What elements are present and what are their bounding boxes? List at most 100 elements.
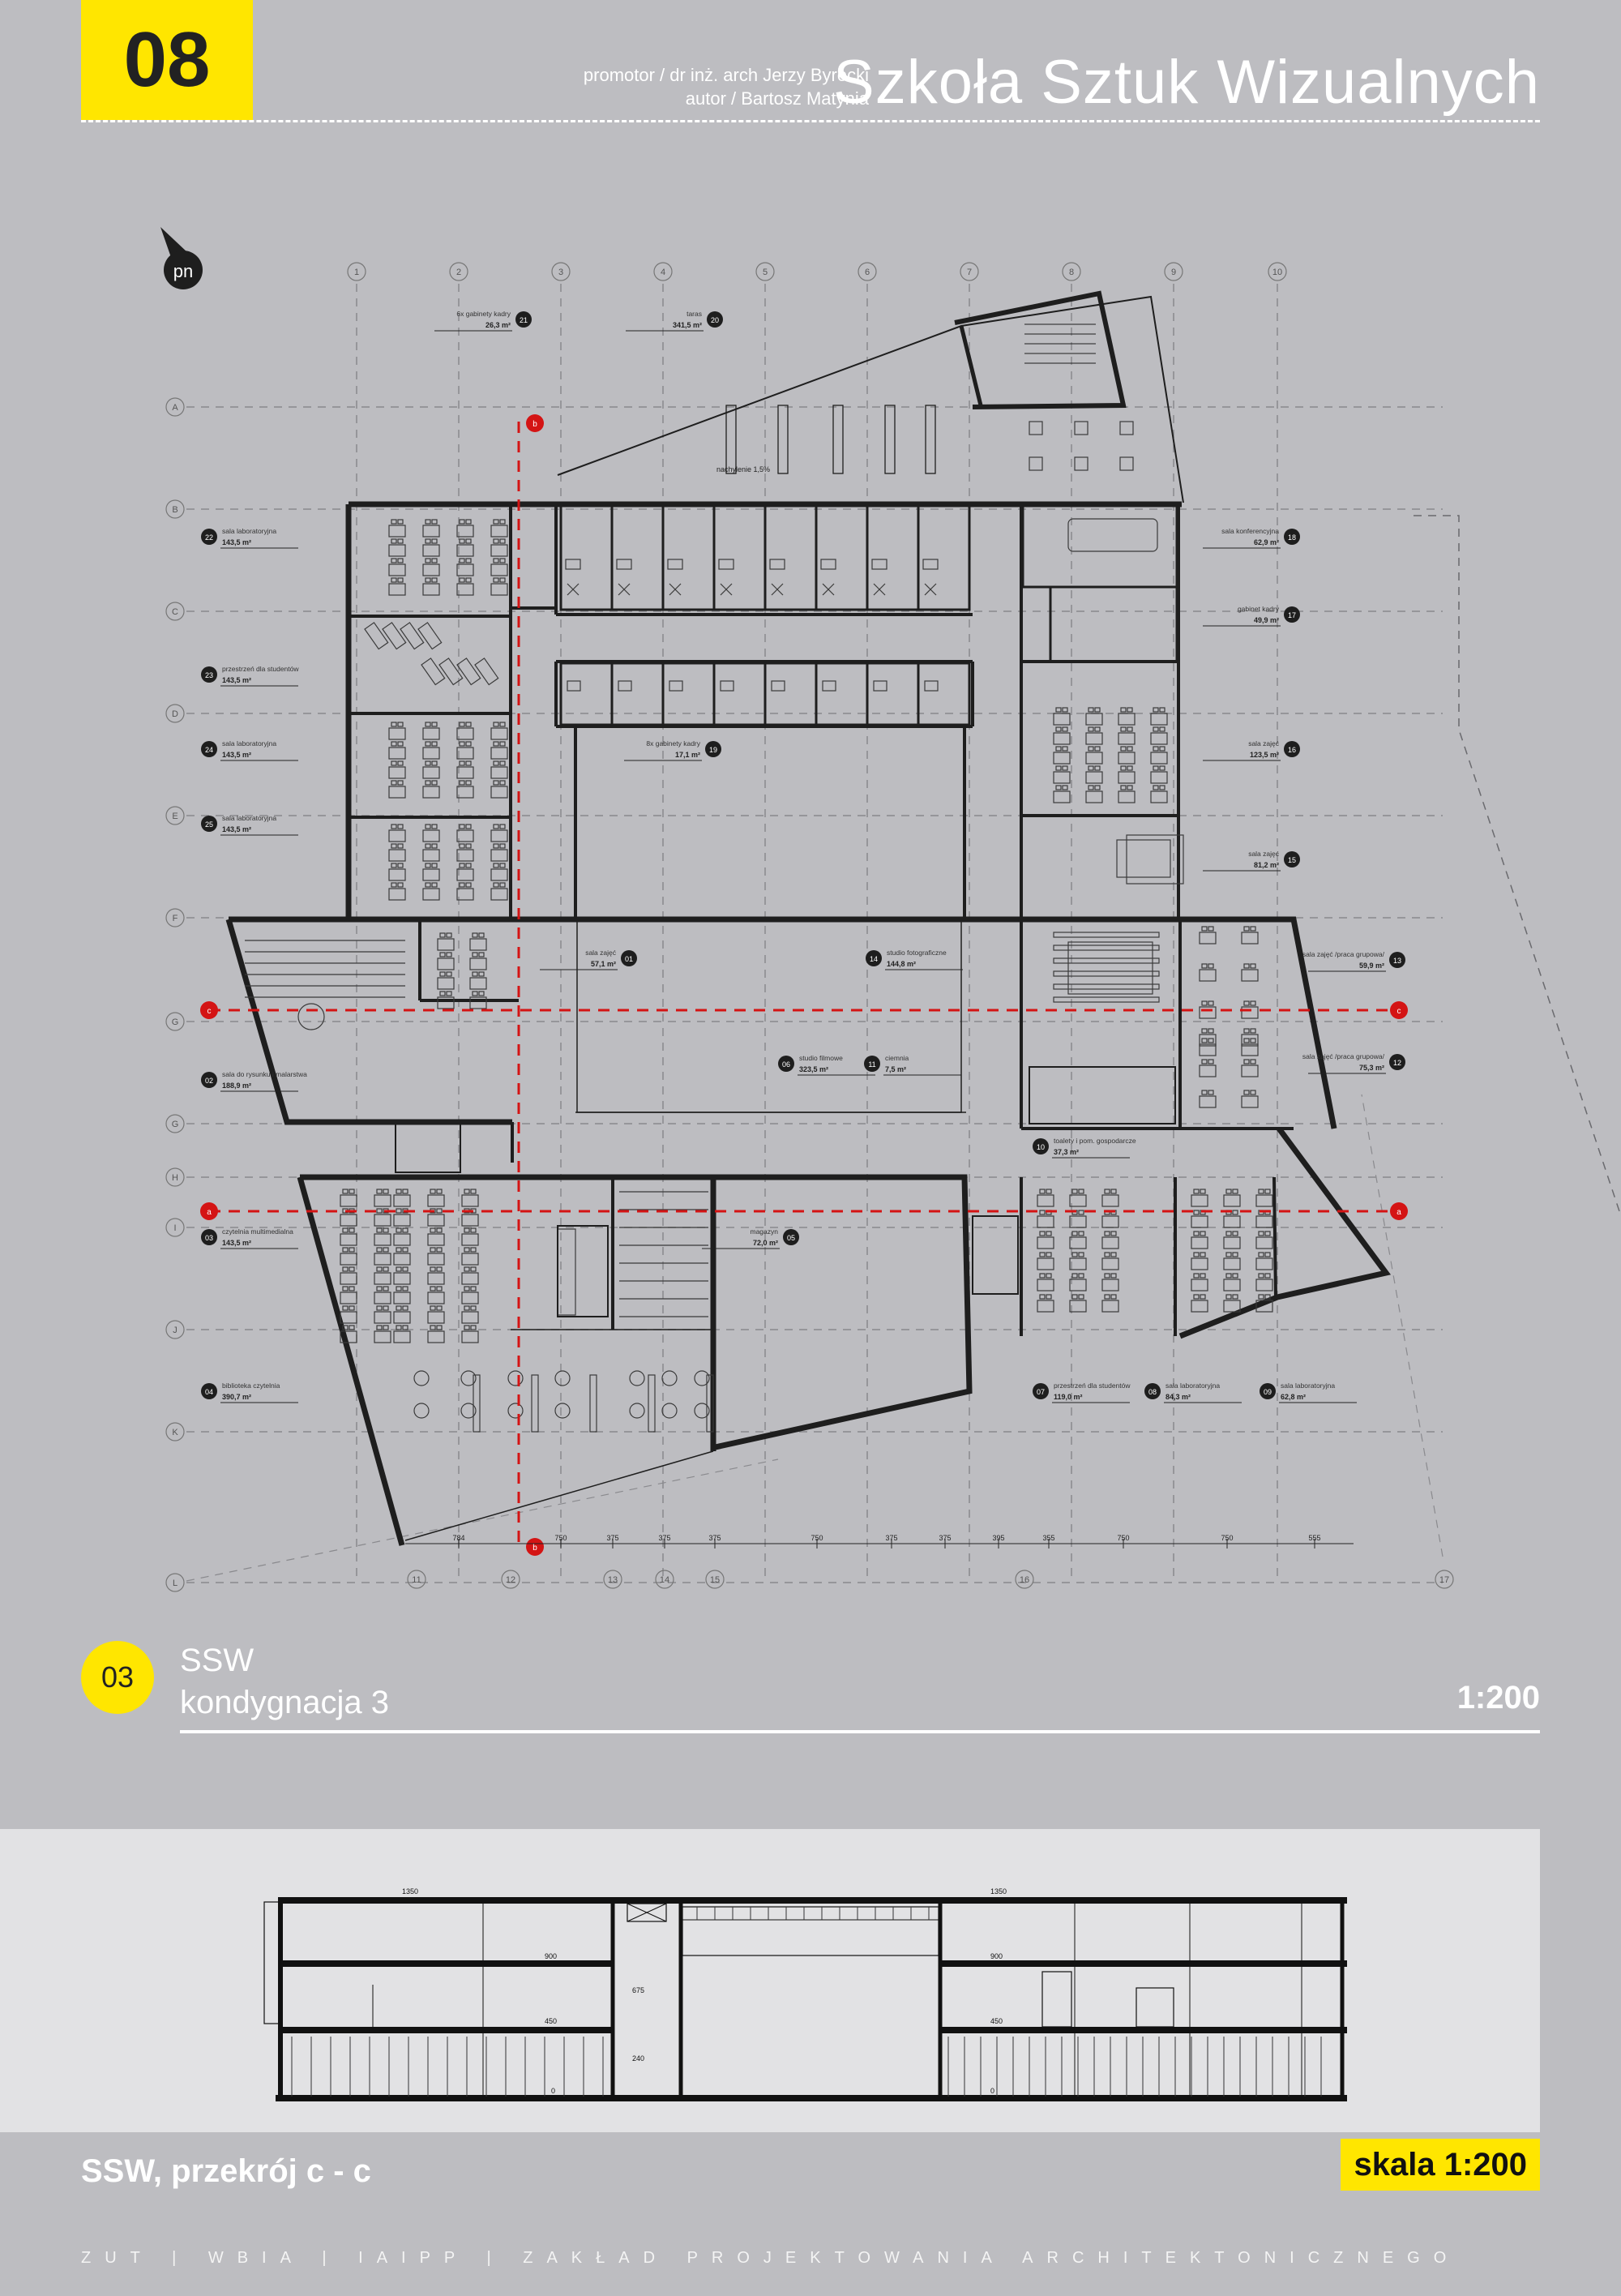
grid-col-text: 8 (1069, 268, 1074, 277)
room-name: sala laboratoryjna (222, 814, 276, 822)
section-marker: b (526, 1538, 544, 1556)
room-number: 02 (205, 1077, 213, 1085)
grid-row-text: G (172, 1017, 179, 1027)
north-arrow-icon: pn (160, 227, 203, 289)
dimension-text: 750 (554, 1534, 567, 1542)
room-number: 05 (787, 1234, 795, 1242)
room-name: 8x gabinety kadry (646, 739, 700, 747)
room-number: 21 (520, 316, 528, 324)
section-marker-letter: b (532, 420, 537, 429)
room-number: 17 (1288, 611, 1296, 619)
room-name: toalety i pom. gospodarcze (1054, 1137, 1136, 1145)
grid-col-label: 3 (551, 262, 571, 281)
caption-divider (180, 1730, 1540, 1733)
dimension-text: 375 (708, 1534, 721, 1542)
room-name: sala zajęć /praca grupowa/ (1302, 950, 1385, 958)
footer-institution: ZUT | WBIA | IAIPP | ZAKŁAD PROJEKTOWANI… (81, 2249, 1461, 2267)
room-area: 17,1 m² (675, 751, 700, 759)
structural-grid (186, 284, 1621, 1583)
room-number: 10 (1037, 1143, 1045, 1151)
level-mark: 1350 (402, 1887, 418, 1895)
grid-row-text: C (172, 607, 178, 617)
grid-row-label: K (165, 1422, 185, 1441)
room-label: 14 studio fotograficzne 144,8 m² (866, 949, 963, 970)
grid-col-text: 15 (710, 1575, 720, 1585)
section-marker: c (200, 1001, 218, 1019)
room-number: 18 (1288, 533, 1296, 542)
grid-row-text: I (173, 1223, 176, 1233)
section-marker: a (1390, 1202, 1408, 1220)
grid-col-text: 2 (456, 268, 461, 277)
room-number: 23 (205, 671, 213, 679)
grid-col-text: 3 (558, 268, 563, 277)
room-name: przestrzeń dla studentów (1054, 1381, 1131, 1390)
grid-col-text: 12 (506, 1575, 515, 1585)
grid-col-label: 16 (1015, 1570, 1034, 1589)
room-area: 143,5 m² (222, 751, 251, 759)
grid-col-text: 16 (1020, 1575, 1029, 1585)
level-mark: 450 (545, 2017, 557, 2025)
room-number: 14 (870, 955, 878, 963)
grid-row-text: G (172, 1120, 179, 1129)
section-marker-letter: a (207, 1208, 212, 1217)
grid-row-label: H (165, 1167, 185, 1187)
room-area: 188,9 m² (222, 1082, 251, 1090)
level-mark: 900 (990, 1952, 1003, 1960)
grid-col-text: 7 (967, 268, 972, 277)
plan-scale: 1:200 (1456, 1680, 1540, 1716)
room-name: sala zajęć (585, 949, 617, 957)
level-mark: 0 (551, 2087, 555, 2095)
grid-col-label: 4 (653, 262, 673, 281)
room-number: 20 (711, 316, 719, 324)
grid-col-label: 11 (407, 1570, 426, 1589)
room-name: magazyn (751, 1227, 779, 1236)
grid-col-label: 6 (858, 262, 877, 281)
section-marker-letter: c (207, 1007, 212, 1016)
grid-row-label: C (165, 602, 185, 621)
room-name: taras (686, 310, 702, 318)
level-mark: 450 (990, 2017, 1003, 2025)
grid-col-label: 13 (603, 1570, 622, 1589)
studio-frames (404, 919, 966, 1541)
grid-col-text: 13 (608, 1575, 618, 1585)
room-number: 03 (205, 1234, 213, 1242)
promotor-text: promotor / dr inż. arch Jerzy Byrecki (583, 65, 869, 85)
dimension-text: 395 (992, 1534, 1004, 1542)
drawing-badge: 03 (81, 1641, 154, 1714)
room-name: sala zajęć (1248, 739, 1280, 747)
section-lines (209, 422, 1399, 1545)
grid-row-label: E (165, 806, 185, 825)
outer-walls (225, 501, 1392, 1546)
grid-col-label: 7 (960, 262, 979, 281)
grid-col-text: 14 (660, 1575, 669, 1585)
grid-row-text: K (172, 1428, 178, 1437)
grid-col-label: 14 (655, 1570, 674, 1589)
grid-row-label: A (165, 397, 185, 417)
room-number: 24 (205, 746, 213, 754)
room-area: 144,8 m² (887, 960, 916, 968)
project-title: Szkoła Sztuk Wizualnych (833, 48, 1540, 117)
room-name: sala laboratoryjna (1165, 1381, 1220, 1390)
section-marker: b (526, 414, 544, 432)
room-name: studio filmowe (799, 1054, 843, 1062)
room-number: 08 (1148, 1388, 1157, 1396)
room-area: 59,9 m² (1359, 962, 1384, 970)
room-name: studio fotograficzne (887, 949, 947, 957)
grid-col-label: 10 (1268, 262, 1287, 281)
grid-row-text: E (172, 812, 177, 821)
